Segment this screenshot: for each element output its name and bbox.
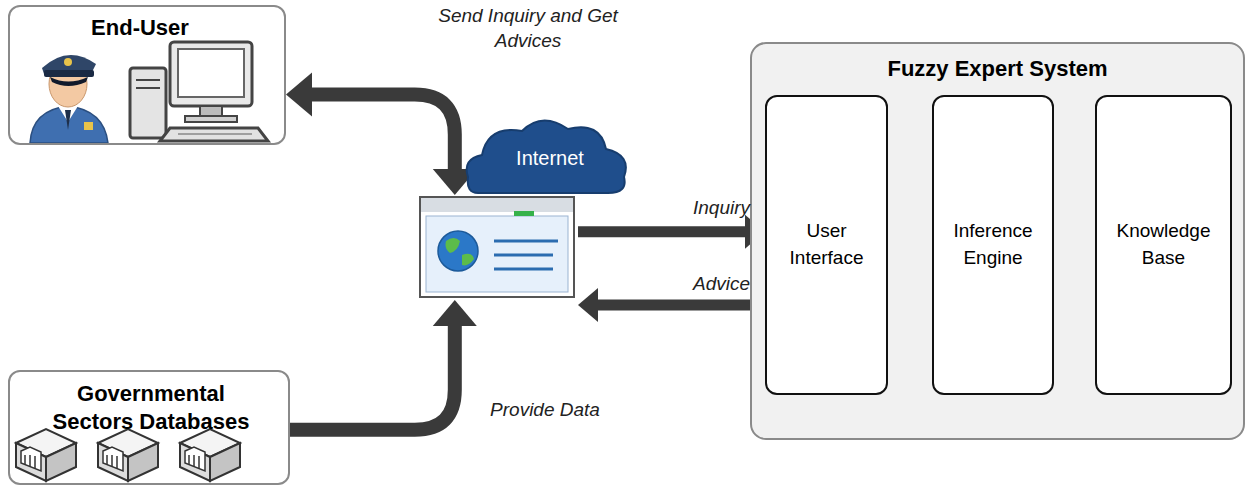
system-title: Fuzzy Expert System xyxy=(752,56,1243,82)
box-title: Governmental Sectors Databases xyxy=(50,380,252,435)
police-officer xyxy=(30,55,108,143)
cloud-label: Internet xyxy=(490,147,610,170)
user-illustration xyxy=(20,38,280,143)
expert-system-box: Fuzzy Expert SystemUser Interface Inferen… xyxy=(750,42,1245,440)
connector-arrow xyxy=(286,73,477,195)
connector-line xyxy=(594,300,765,311)
connector-line xyxy=(290,321,455,430)
database-box: Governmental Sectors Databases xyxy=(8,370,290,485)
edge-label: Send Inquiry and Get Advices xyxy=(438,4,618,53)
connector-line xyxy=(578,226,749,237)
component-box: Knowledge Base xyxy=(1095,95,1232,395)
arrow-head xyxy=(578,288,598,322)
computer xyxy=(130,42,268,141)
edge-label: Advice xyxy=(640,272,750,297)
component-label: User Interface xyxy=(773,218,880,271)
internet-cloud xyxy=(467,120,626,193)
database-servers xyxy=(14,425,254,485)
arrow-head xyxy=(286,73,312,117)
web-browser-hub: Internet xyxy=(418,195,578,300)
browser-window xyxy=(420,197,574,297)
box-title: End-User xyxy=(70,15,210,41)
user-box: End-User xyxy=(8,5,286,145)
edge-label: Inquiry xyxy=(640,196,750,221)
browser-icon xyxy=(418,195,578,300)
component-label: Knowledge Base xyxy=(1103,218,1224,271)
edge-label: Provide Data xyxy=(470,398,620,423)
component-box: Inference Engine xyxy=(932,95,1054,395)
connector-line xyxy=(307,95,455,175)
arrow-head xyxy=(433,300,477,326)
globe xyxy=(438,231,478,271)
connector-arrow xyxy=(578,215,765,249)
component-label: Inference Engine xyxy=(940,218,1046,271)
component-box: User Interface xyxy=(765,95,888,395)
connector-arrow xyxy=(290,300,477,430)
